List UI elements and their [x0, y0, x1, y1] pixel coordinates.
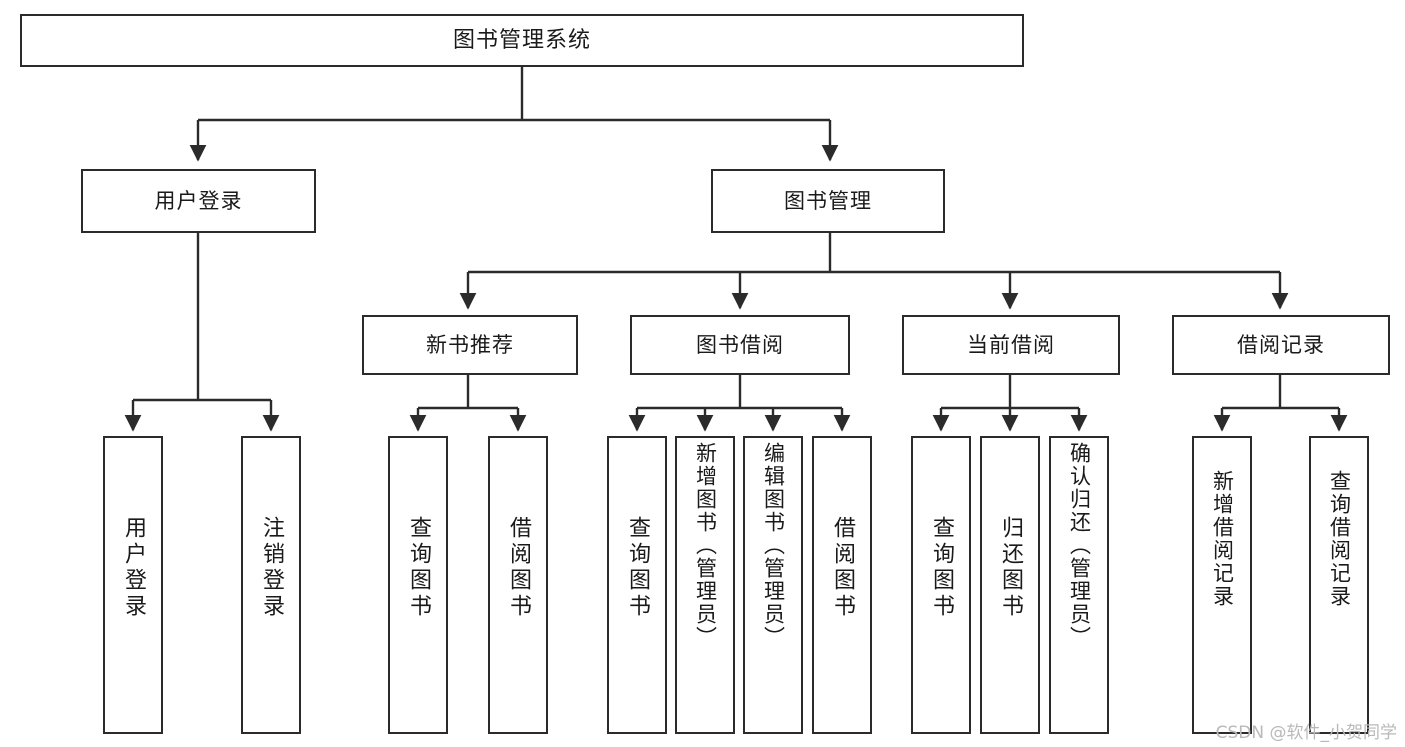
csdn-watermark: CSDN @软件_小贺同学 — [1215, 723, 1397, 743]
leaf-user-login[interactable]: 用户登录 — [103, 436, 163, 734]
node-current-borrow[interactable]: 当前借阅 — [902, 315, 1120, 375]
node-label: 编辑图书（管理员） — [761, 442, 786, 649]
leaf-borrow-book[interactable]: 借阅图书 — [812, 436, 872, 734]
node-label: 新书推荐 — [426, 332, 514, 357]
node-label: 借阅图书 — [506, 516, 531, 620]
node-label: 归还图书 — [998, 516, 1023, 620]
leaf-return-book[interactable]: 归还图书 — [980, 436, 1040, 734]
node-label: 用户登录 — [121, 516, 146, 620]
node-label: 借阅记录 — [1237, 332, 1325, 357]
node-label: 借阅图书 — [830, 516, 855, 620]
leaf-query-book-recommend[interactable]: 查询图书 — [388, 436, 448, 734]
leaf-borrow-book-recommend[interactable]: 借阅图书 — [488, 436, 548, 734]
leaf-query-book-borrow[interactable]: 查询图书 — [607, 436, 667, 734]
node-new-book-recommend[interactable]: 新书推荐 — [362, 315, 578, 375]
node-root-system[interactable]: 图书管理系统 — [20, 14, 1024, 67]
leaf-query-book-current[interactable]: 查询图书 — [911, 436, 971, 734]
node-label: 查询图书 — [625, 516, 650, 620]
node-label: 查询图书 — [929, 516, 954, 620]
leaf-query-borrow-record[interactable]: 查询借阅记录 — [1309, 436, 1369, 734]
node-label: 注销登录 — [259, 516, 284, 620]
node-label: 新增图书（管理员） — [693, 442, 718, 649]
node-label: 新增借阅记录 — [1210, 470, 1235, 608]
leaf-edit-book-admin[interactable]: 编辑图书（管理员） — [743, 436, 803, 734]
node-user-login[interactable]: 用户登录 — [81, 169, 316, 233]
leaf-confirm-return-admin[interactable]: 确认归还（管理员） — [1049, 436, 1109, 734]
node-label: 图书借阅 — [696, 332, 784, 357]
node-label: 图书管理 — [784, 188, 872, 213]
leaf-add-book-admin[interactable]: 新增图书（管理员） — [675, 436, 735, 734]
leaf-add-borrow-record[interactable]: 新增借阅记录 — [1192, 436, 1252, 734]
node-borrow-record[interactable]: 借阅记录 — [1172, 315, 1390, 375]
leaf-logout[interactable]: 注销登录 — [241, 436, 301, 734]
node-label: 查询图书 — [406, 516, 431, 620]
node-label: 图书管理系统 — [452, 27, 591, 53]
node-label: 确认归还（管理员） — [1067, 442, 1092, 649]
node-label: 当前借阅 — [967, 332, 1055, 357]
node-label: 用户登录 — [154, 188, 243, 213]
node-label: 查询借阅记录 — [1327, 470, 1352, 608]
node-book-management[interactable]: 图书管理 — [711, 169, 945, 233]
node-book-borrow[interactable]: 图书借阅 — [630, 315, 850, 375]
